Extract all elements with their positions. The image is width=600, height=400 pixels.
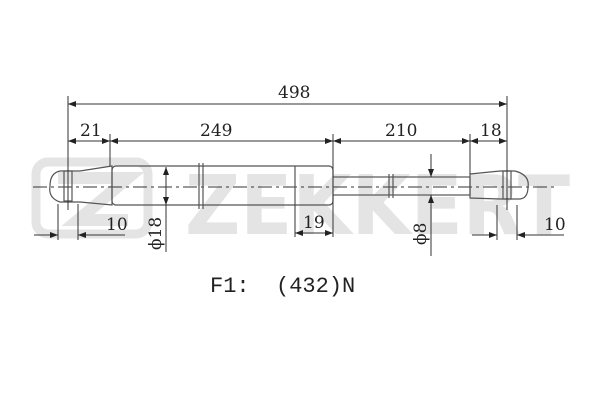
dim-left-eye: 21 [80,121,102,141]
dim-left-eye-width: 10 [106,215,128,235]
dim-cylinder: 249 [200,121,232,141]
watermark-logo-frame [31,157,153,239]
watermark-text: ZEKKERT [185,159,570,254]
dim-right-eye-width: 10 [544,215,566,235]
dim-cylinder-end: 19 [303,213,325,233]
dim-cylinder-diameter: ϕ18 [146,217,166,250]
left-end-fitting [49,165,113,206]
dim-right-eye: 18 [480,121,502,141]
force-rating: F1: (432)N [210,274,355,299]
watermark-logo-z [58,172,145,226]
right-end-fitting [469,170,529,200]
dim-rod: 210 [385,121,417,141]
dim-rod-diameter: ϕ8 [411,223,431,245]
dim-overall-length: 498 [278,83,310,103]
brand-watermark: ZEKKERT [31,157,570,254]
